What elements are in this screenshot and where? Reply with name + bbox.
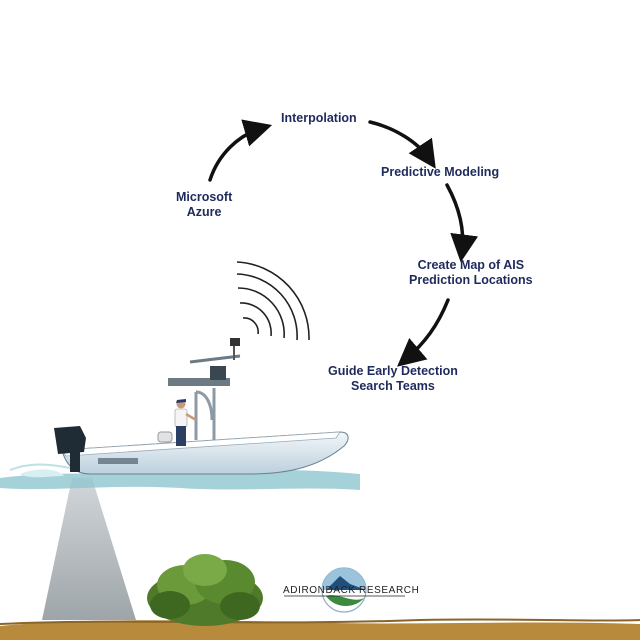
- step-guide-teams-line2: Search Teams: [351, 379, 435, 393]
- arrow-modeling-to-map: [445, 183, 479, 263]
- adirondack-logo: [284, 567, 405, 613]
- arrow-interpolation-to-modeling: [368, 120, 436, 169]
- lake-bottom: [0, 620, 640, 640]
- step-interpolation-label: Interpolation: [281, 111, 357, 125]
- step-microsoft-azure-line1: Microsoft: [176, 190, 233, 204]
- step-create-map-line1: Create Map of AIS: [417, 258, 525, 272]
- signal-waves: [236, 261, 310, 341]
- arrow-map-to-guide: [397, 298, 450, 367]
- boat: [54, 338, 349, 475]
- step-guide-teams: Guide Early Detection Search Teams: [328, 364, 458, 394]
- arrow-azure-to-interpolation: [208, 119, 273, 182]
- step-guide-teams-line1: Guide Early Detection: [328, 364, 458, 378]
- logo-text: ADIRONDACK RESEARCH: [283, 585, 420, 596]
- cycle-arrows: [208, 119, 479, 367]
- step-microsoft-azure: Microsoft Azure: [176, 190, 232, 220]
- step-predictive-modeling-label: Predictive Modeling: [381, 165, 500, 179]
- step-create-map-line2: Prediction Locations: [409, 273, 533, 287]
- step-create-map: Create Map of AIS Prediction Locations: [409, 258, 533, 288]
- step-microsoft-azure-line2: Azure: [186, 205, 222, 219]
- aquatic-plant: [147, 554, 263, 626]
- wake-spray: [20, 469, 64, 478]
- step-predictive-modeling: Predictive Modeling: [381, 165, 499, 180]
- sonar-beam: [42, 478, 136, 620]
- water: [0, 463, 360, 490]
- step-interpolation: Interpolation: [281, 111, 357, 126]
